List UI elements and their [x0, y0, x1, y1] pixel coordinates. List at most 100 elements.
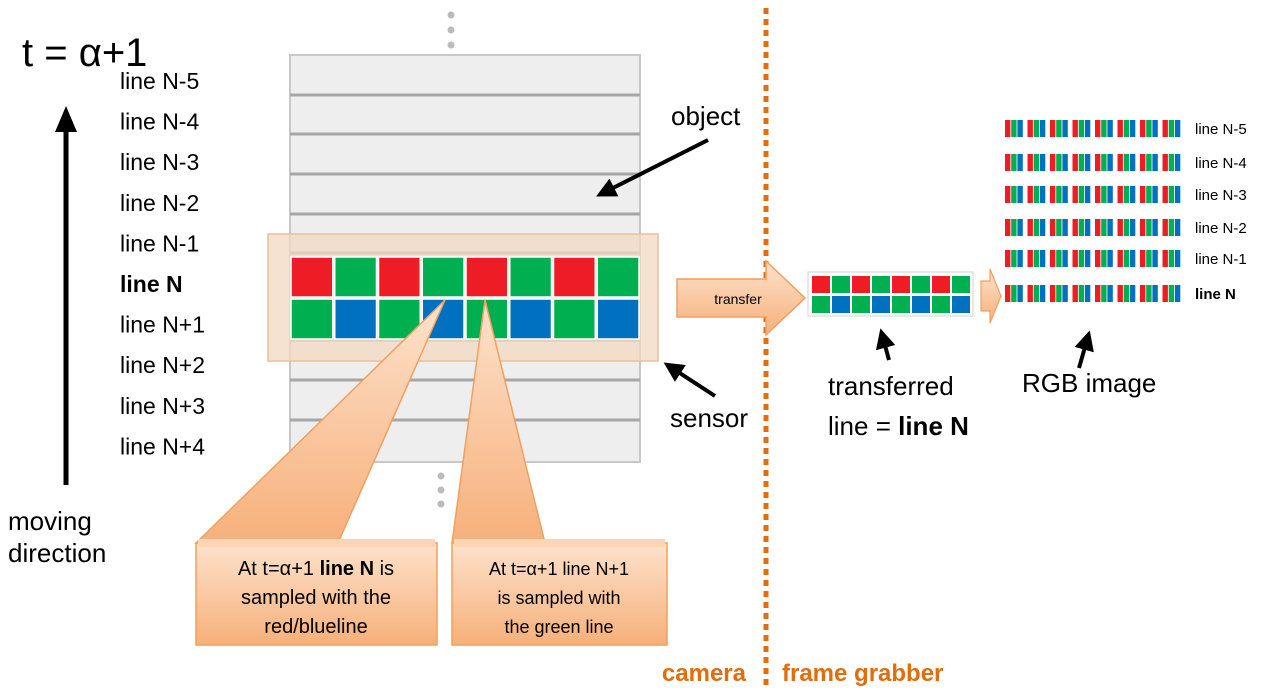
rgb-subpixel-red	[1095, 120, 1101, 137]
rgb-subpixel-blue	[1084, 219, 1091, 236]
transferred-pixel-green	[812, 296, 830, 313]
rgb-row-label: line N-3	[1195, 187, 1247, 204]
rgb-subpixel-green	[1011, 250, 1017, 267]
rgb-row: line N-4	[1005, 154, 1247, 172]
rgb-subpixel-blue	[1084, 250, 1091, 267]
rgb-subpixel-red	[1005, 219, 1011, 236]
rgb-subpixel-blue	[1039, 154, 1046, 171]
line-label: line N-5	[120, 68, 199, 94]
rgb-subpixel-red	[1162, 285, 1168, 302]
rgb-subpixel-green	[1168, 285, 1175, 302]
rgb-subpixel-green	[1011, 285, 1017, 302]
rgb-subpixel-blue	[1084, 154, 1091, 171]
continuation-dots-top	[447, 11, 455, 49]
moving-direction-line2: direction	[8, 538, 106, 568]
sensor-pixel-red	[465, 256, 509, 298]
rgb-subpixel-green	[1123, 120, 1130, 137]
rgb-subpixel-blue	[1062, 186, 1068, 203]
rgb-subpixel-blue	[1017, 219, 1023, 236]
rgb-subpixel-green	[1146, 186, 1152, 203]
transferred-pixel-green	[952, 276, 970, 293]
object-pointer-arrow	[596, 138, 709, 197]
rgb-subpixel-red	[1050, 250, 1056, 267]
rgb-subpixel-blue	[1084, 186, 1091, 203]
rgb-subpixel-blue	[1129, 219, 1136, 236]
rgb-subpixel-blue	[1129, 186, 1136, 203]
rgb-subpixel-green	[1101, 250, 1107, 267]
rgb-subpixel-blue	[1174, 186, 1181, 203]
rgb-subpixel-blue	[1062, 120, 1068, 137]
rgb-subpixel-blue	[1152, 250, 1158, 267]
rgb-subpixel-red	[1140, 285, 1146, 302]
transferred-pixel-green	[852, 296, 870, 313]
rgb-subpixel-green	[1168, 219, 1175, 236]
line-label: line N+4	[120, 433, 205, 459]
rgb-subpixel-green	[1101, 186, 1107, 203]
transferred-pixel-blue	[872, 296, 890, 313]
sensor-pixel-green	[596, 256, 640, 298]
rgb-subpixel-red	[1140, 120, 1146, 137]
rgb-subpixel-green	[1033, 219, 1040, 236]
transferred-pointer-arrow	[875, 328, 896, 361]
rgb-subpixel-red	[1050, 154, 1056, 171]
rgb-subpixel-red	[1027, 219, 1033, 236]
time-label: t = α+1	[22, 31, 147, 75]
rgb-row: line N-1	[1005, 250, 1247, 268]
rgb-subpixel-red	[1162, 219, 1168, 236]
rgb-subpixel-blue	[1152, 285, 1158, 302]
moving-direction-arrow	[55, 106, 77, 485]
rgb-subpixel-green	[1056, 250, 1062, 267]
rgb-subpixel-blue	[1107, 120, 1113, 137]
transferred-pixel-red	[932, 276, 950, 293]
rgb-subpixel-green	[1146, 120, 1152, 137]
rgb-subpixel-green	[1078, 154, 1085, 171]
rgb-subpixel-blue	[1174, 219, 1181, 236]
rgb-subpixel-blue	[1062, 285, 1068, 302]
callout-right	[451, 299, 668, 646]
rgb-subpixel-red	[1072, 250, 1078, 267]
rgb-subpixel-red	[1140, 154, 1146, 171]
transferred-label-line1: transferred	[828, 371, 954, 401]
rgb-row: line N-3	[1005, 186, 1247, 204]
rgb-subpixel-green	[1056, 120, 1062, 137]
rgb-subpixel-red	[1005, 250, 1011, 267]
rgb-subpixel-green	[1123, 250, 1130, 267]
rgb-subpixel-blue	[1129, 285, 1136, 302]
rgb-subpixel-blue	[1062, 219, 1068, 236]
rgb-subpixel-green	[1168, 120, 1175, 137]
rgb-subpixel-red	[1117, 154, 1123, 171]
rgb-subpixel-green	[1033, 120, 1040, 137]
transferred-pixel-red	[892, 276, 910, 293]
rgb-subpixel-green	[1056, 154, 1062, 171]
rgb-subpixel-blue	[1152, 120, 1158, 137]
object-label: object	[671, 101, 741, 131]
rgb-subpixel-red	[1027, 120, 1033, 137]
rgb-subpixel-red	[1005, 186, 1011, 203]
rgb-subpixel-blue	[1107, 154, 1113, 171]
rgb-subpixel-blue	[1174, 154, 1181, 171]
rgb-subpixel-green	[1056, 186, 1062, 203]
sensor-pixel-red	[377, 256, 421, 298]
rgb-subpixel-green	[1123, 186, 1130, 203]
sensor-pixel-blue	[509, 298, 553, 340]
rgb-subpixel-green	[1033, 186, 1040, 203]
rgb-subpixel-red	[1050, 285, 1056, 302]
rgb-subpixel-green	[1078, 285, 1085, 302]
rgb-subpixel-red	[1005, 285, 1011, 302]
rgb-subpixel-blue	[1017, 154, 1023, 171]
rgb-subpixel-red	[1027, 285, 1033, 302]
rgb-row-label: line N-5	[1195, 121, 1247, 138]
rgb-subpixel-red	[1050, 120, 1056, 137]
rgb-subpixel-red	[1117, 285, 1123, 302]
line-label: line N-4	[120, 109, 199, 135]
rgb-subpixel-blue	[1152, 154, 1158, 171]
rgb-subpixel-green	[1123, 219, 1130, 236]
rgb-subpixel-red	[1117, 186, 1123, 203]
rgb-subpixel-blue	[1084, 120, 1091, 137]
callout-right-line3: the green line	[504, 617, 613, 637]
callout-right-line1: At t=α+1 line N+1	[489, 559, 629, 579]
transferred-line-pixels	[807, 271, 974, 317]
transfer-label: transfer	[714, 291, 762, 307]
line-label: line N	[120, 271, 183, 297]
